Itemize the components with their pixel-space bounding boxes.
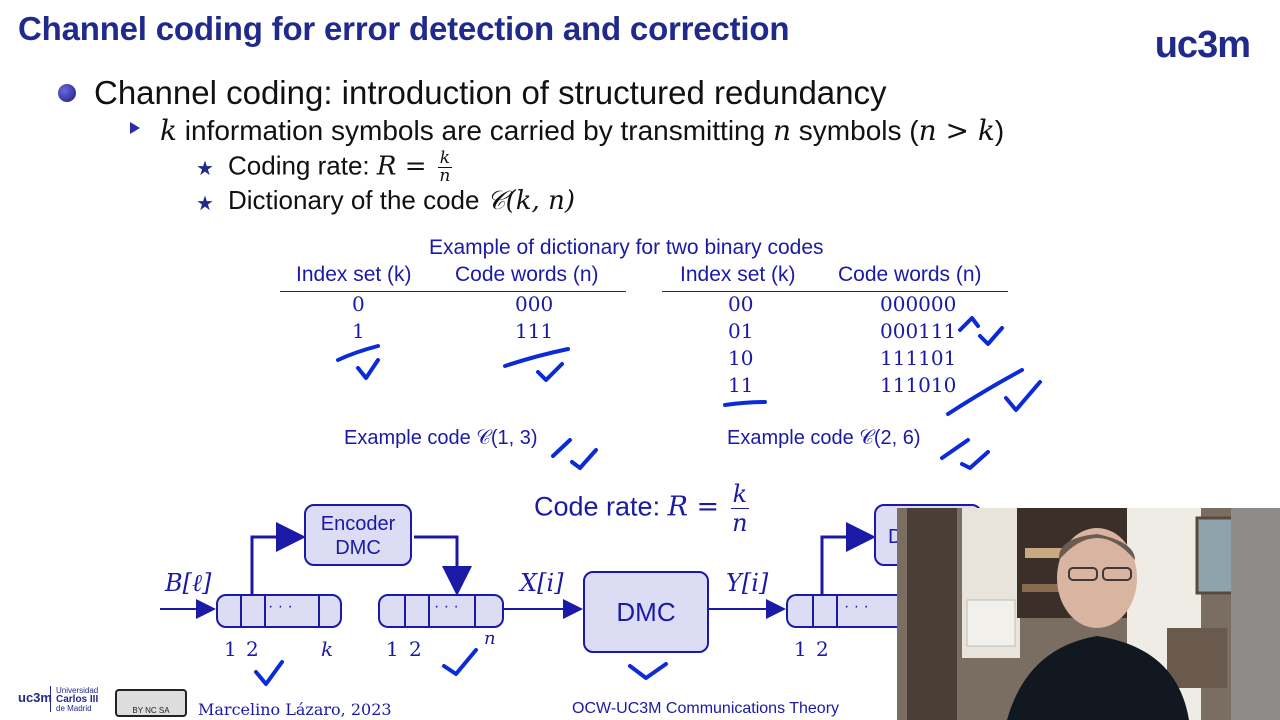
right-row-2-word: 111101 xyxy=(880,346,957,370)
bullet2-text-a: information symbols are carried by trans… xyxy=(176,115,773,146)
left-row-1-word: 111 xyxy=(515,319,554,343)
dictionary-label: Dictionary of the code xyxy=(228,185,487,215)
x-signal-label: X[i] xyxy=(520,569,564,597)
bullet2-text-b: symbols ( xyxy=(791,115,919,146)
reg2-index-1: 1 xyxy=(386,637,399,661)
footer-uc3m-logo: uc3m xyxy=(18,690,52,705)
footer-author: Marcelino Lázaro, 2023 xyxy=(198,700,392,719)
input-register: · · · xyxy=(216,594,342,628)
presenter-scene xyxy=(897,508,1280,720)
encoder-line2: DMC xyxy=(335,537,381,559)
y-signal-label: Y[i] xyxy=(726,569,769,597)
right-row-1-word: 000111 xyxy=(880,319,957,343)
left-header-index: Index set (k) xyxy=(296,263,412,286)
right-row-1-index: 01 xyxy=(728,319,754,343)
left-header-codewords: Code words (n) xyxy=(455,263,599,286)
footer-logo-divider xyxy=(50,686,51,712)
reg3-index-1: 1 xyxy=(794,637,807,661)
star-bullet-icon: ★ xyxy=(196,193,214,215)
register-dots: · · · xyxy=(844,598,869,615)
left-row-1-index: 1 xyxy=(352,319,365,343)
left-row-0-word: 000 xyxy=(515,292,554,316)
left-table-rule xyxy=(280,291,626,292)
bullet-dot-icon xyxy=(58,84,76,102)
right-example-code: Example code 𝒞(2, 6) xyxy=(727,427,921,449)
input-B-label: B[ℓ] xyxy=(165,569,212,597)
right-row-3-word: 111010 xyxy=(880,373,957,397)
output-register: · · · xyxy=(378,594,504,628)
right-row-2-index: 10 xyxy=(728,346,754,370)
coding-rate-R: R = xyxy=(376,151,427,182)
table-caption: Example of dictionary for two binary cod… xyxy=(429,236,824,259)
reg-index-1: 1 xyxy=(224,637,237,661)
reg3-index-2: 2 xyxy=(816,637,829,661)
left-example-code: Example code 𝒞(1, 3) xyxy=(344,427,538,449)
slide-title: Channel coding for error detection and c… xyxy=(18,10,790,47)
bullet-level1: Channel coding: introduction of structur… xyxy=(94,74,887,111)
diagram-code-rate-R: R = xyxy=(667,491,720,523)
reg2-index-2: 2 xyxy=(409,637,422,661)
dictionary-code: 𝒞(k, n) xyxy=(486,186,575,216)
diagram-code-rate-label: Code rate: xyxy=(534,491,668,522)
handwritten-ink xyxy=(254,316,1042,686)
bullet2-close: ) xyxy=(994,115,1005,146)
bullet-level2: k information symbols are carried by tra… xyxy=(160,114,1004,147)
reg-index-k: k xyxy=(321,637,334,661)
presenter-video-overlay xyxy=(897,508,1280,720)
register-dots: · · · xyxy=(434,598,459,615)
footer-course: OCW-UC3M Communications Theory xyxy=(572,700,840,717)
dmc-channel-block: DMC xyxy=(583,571,709,653)
right-table-rule xyxy=(662,291,1008,292)
reg-index-2: 2 xyxy=(246,637,259,661)
symbol-n: n xyxy=(772,114,792,147)
footer-university-name: Universidad Carlos III de Madrid xyxy=(56,686,99,713)
arrows xyxy=(160,522,876,619)
right-header-codewords: Code words (n) xyxy=(838,263,982,286)
register-dots: · · · xyxy=(268,598,293,615)
coding-rate-label: Coding rate: xyxy=(228,150,377,181)
right-header-index: Index set (k) xyxy=(680,263,796,286)
reg2-index-n: n xyxy=(484,628,496,649)
encoder-dmc-block: Encoder DMC xyxy=(304,504,412,566)
encoder-line1: Encoder xyxy=(320,513,396,535)
received-register: · · · xyxy=(786,594,900,628)
left-row-0-index: 0 xyxy=(352,292,365,316)
triangle-bullet-icon xyxy=(130,122,140,134)
uc3m-logo: uc3m xyxy=(1154,24,1251,66)
bullet-dictionary: Dictionary of the code 𝒞(k, n) xyxy=(228,185,575,217)
star-bullet-icon: ★ xyxy=(196,158,214,180)
creative-commons-license-badge: BY NC SA xyxy=(115,689,187,717)
right-row-0-index: 00 xyxy=(728,292,754,316)
right-row-0-word: 000000 xyxy=(880,292,957,316)
right-row-3-index: 11 xyxy=(728,373,754,397)
symbol-k: k xyxy=(160,114,177,147)
inequality: n > k xyxy=(918,114,995,147)
